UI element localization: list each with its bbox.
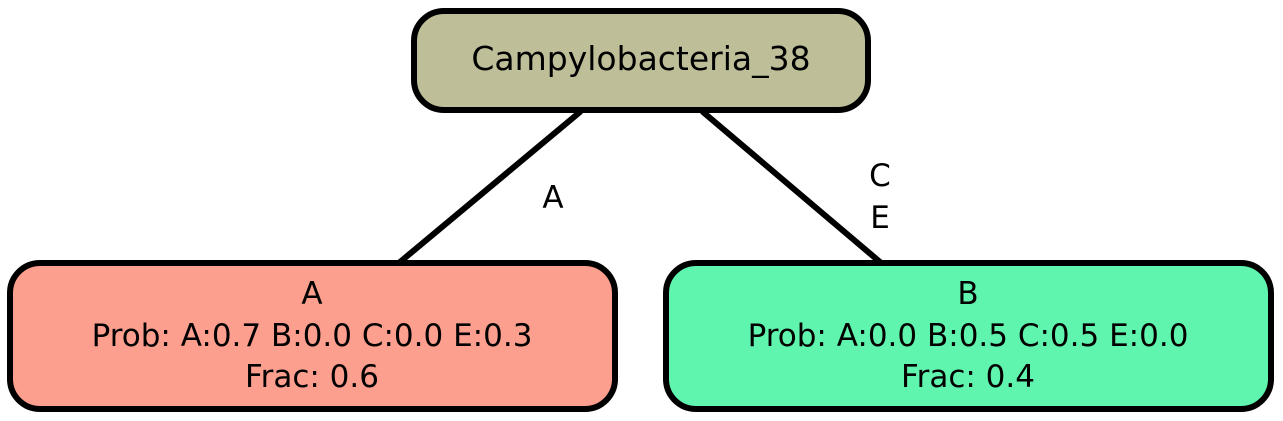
edge-label-b-line-2: E — [870, 200, 890, 236]
child-node-a-box — [7, 260, 618, 412]
child-node-a-prob: Prob: A:0.7 B:0.0 C:0.0 E:0.3 — [92, 318, 533, 354]
root-node-box — [411, 8, 871, 113]
child-node-b-prob: Prob: A:0.0 B:0.5 C:0.5 E:0.0 — [748, 318, 1189, 354]
child-node-a-name: A — [301, 276, 322, 312]
child-node-a-frac: Frac: 0.6 — [245, 359, 379, 395]
edge-root-to-b — [700, 109, 883, 265]
edge-root-to-a — [397, 109, 583, 265]
root-node[interactable]: Campylobacteria_38 — [411, 8, 871, 113]
child-node-b-box — [663, 260, 1274, 412]
edge-label-b-line-1: C — [869, 158, 891, 194]
edge-label-a: A — [542, 180, 563, 216]
child-node-b-frac: Frac: 0.4 — [901, 359, 1035, 395]
child-node-b-name: B — [957, 276, 978, 312]
root-node-label: Campylobacteria_38 — [471, 39, 810, 78]
child-node-b[interactable]: B Prob: A:0.0 B:0.5 C:0.5 E:0.0 Frac: 0.… — [663, 260, 1274, 412]
child-node-a[interactable]: A Prob: A:0.7 B:0.0 C:0.0 E:0.3 Frac: 0.… — [7, 260, 618, 412]
